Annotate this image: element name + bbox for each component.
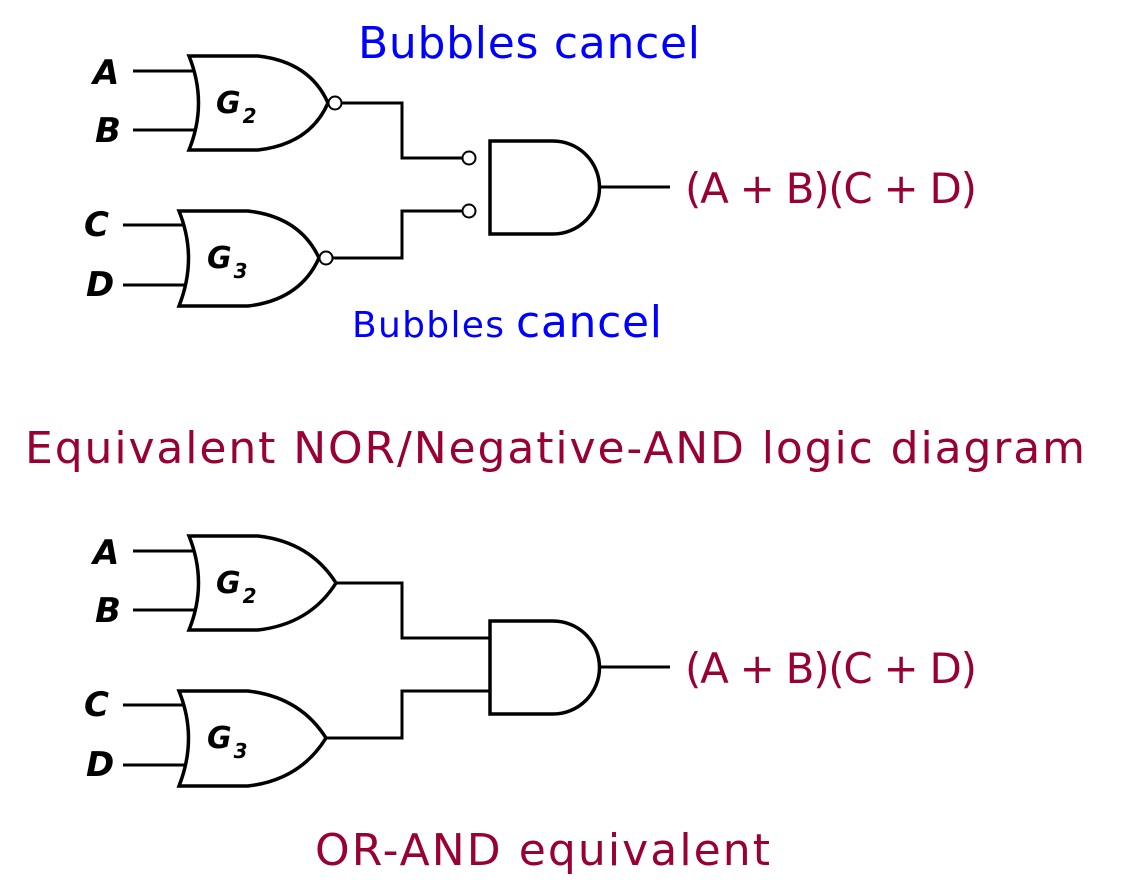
- negative-and-gate: [488, 139, 602, 236]
- section-title: Equivalent NOR/Negative-AND logic diagra…: [25, 423, 1085, 474]
- or-gate-g2: [186, 534, 339, 632]
- output-expression-bottom: (A + B)(C + D): [685, 644, 977, 693]
- wire-g3-to-and: [326, 689, 490, 740]
- bubbles-cancel-note-bottom-2: cancel: [516, 297, 662, 348]
- input-bubble-2: [461, 203, 477, 219]
- input-label-c: C: [84, 205, 109, 245]
- input-label-d: D: [86, 265, 114, 305]
- input-label-a: A: [90, 533, 119, 573]
- input-label-c: C: [84, 685, 109, 725]
- wire-g3-to-and: [333, 209, 462, 260]
- bubbles-cancel-note-bottom-1: Bubbles: [352, 305, 504, 346]
- nor-gate-g2: [186, 54, 330, 152]
- input-label-a: A: [90, 53, 119, 93]
- caption: OR-AND equivalent: [315, 825, 770, 876]
- input-label-d: D: [86, 745, 114, 785]
- wire-g2-to-and: [336, 581, 490, 640]
- wire-g2-to-and: [342, 101, 462, 160]
- inversion-bubble-g2: [327, 95, 343, 111]
- output-expression-top: (A + B)(C + D): [685, 164, 977, 213]
- bubbles-cancel-note-top: Bubbles cancel: [358, 18, 700, 69]
- input-label-b: B: [95, 591, 121, 631]
- input-bubble-1: [461, 150, 477, 166]
- and-gate: [488, 619, 602, 716]
- input-label-b: B: [95, 111, 121, 151]
- nor-gate-g3: [176, 209, 321, 308]
- inversion-bubble-g3: [318, 250, 334, 266]
- or-gate-g3: [176, 689, 329, 788]
